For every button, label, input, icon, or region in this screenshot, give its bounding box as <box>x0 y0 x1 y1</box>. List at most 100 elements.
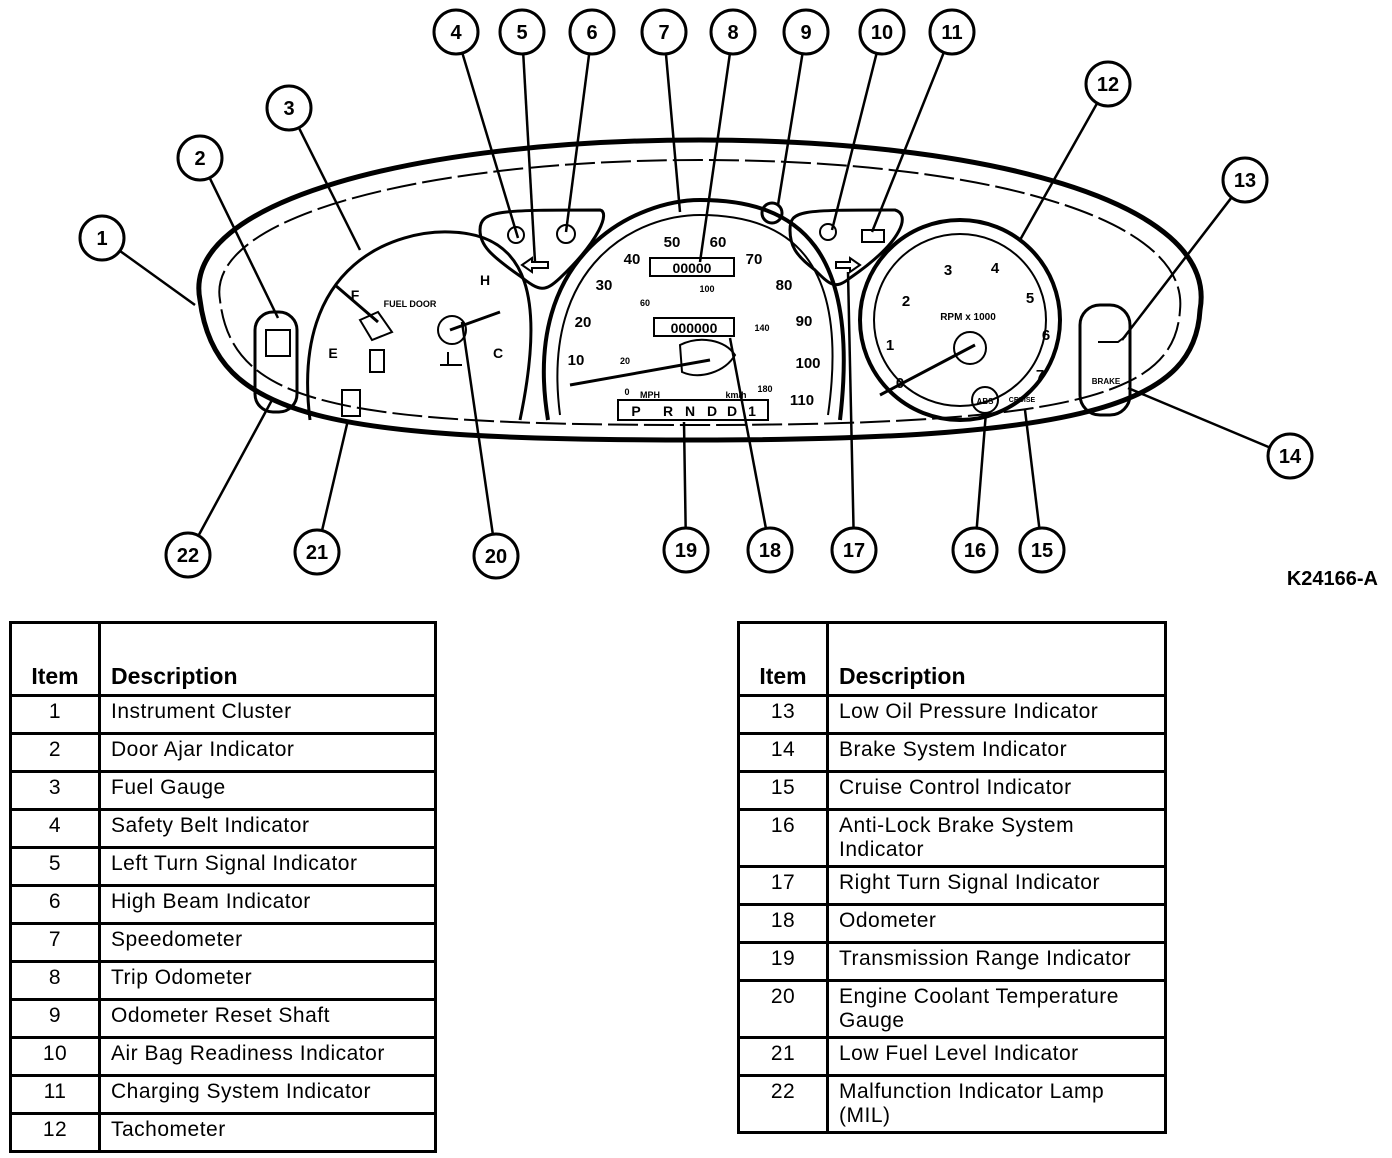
prnd-window <box>617 399 769 421</box>
prnd-letter: P <box>631 403 640 419</box>
speed-tick-label: 90 <box>796 313 813 330</box>
callout-bubble <box>1084 60 1132 108</box>
door-ajar-icon <box>265 329 291 357</box>
item-description: Low Oil Pressure Indicator <box>826 694 1167 735</box>
callout-bubble <box>568 8 616 56</box>
speed-tick-label: 40 <box>624 251 641 268</box>
item-description: Odometer <box>826 903 1167 944</box>
callout-number: 1 <box>96 228 107 250</box>
callout-leader <box>975 411 988 529</box>
callout-bubble <box>782 8 830 56</box>
callout-bubble <box>1266 432 1314 480</box>
prnd-letter: N <box>685 403 695 419</box>
item-number: 10 <box>9 1036 101 1077</box>
callout-bubble <box>662 526 710 574</box>
speed-tick-label: 30 <box>596 277 613 294</box>
item-number: 22 <box>737 1074 829 1134</box>
oil-brake-pod <box>1078 303 1132 417</box>
callout-number: 10 <box>871 22 893 44</box>
prnd-letter: D <box>707 403 717 419</box>
item-number: 11 <box>9 1074 101 1115</box>
callout-leader <box>320 419 350 531</box>
item-number: 6 <box>9 884 101 925</box>
fuel-temp-gauge <box>306 230 533 421</box>
kmh-tick-label: 180 <box>757 384 772 394</box>
rpm-label: RPM x 1000 <box>940 312 996 323</box>
item-number: 21 <box>737 1036 829 1077</box>
callout-number: 8 <box>727 22 738 44</box>
reset-shaft-knob <box>760 201 784 225</box>
rpm-tick-label: 7 <box>1036 367 1044 384</box>
callout-leader <box>1023 409 1041 529</box>
callout-bubble <box>858 8 906 56</box>
coolant-temp-icon <box>440 352 462 366</box>
brake-label: BRAKE <box>1092 377 1121 386</box>
callout-number: 22 <box>177 545 199 567</box>
prnd-letter: D <box>727 403 737 419</box>
air-bag-icon <box>819 223 837 241</box>
callout-number: 4 <box>450 22 462 44</box>
item-description: Safety Belt Indicator <box>98 808 437 849</box>
rpm-tick-label: 2 <box>902 293 910 310</box>
callout-number: 19 <box>675 540 697 562</box>
kmh-label: km/h <box>725 390 746 400</box>
abs-label: ABS <box>977 397 995 406</box>
item-number: 4 <box>9 808 101 849</box>
callout-leader <box>1127 386 1271 449</box>
item-description: Fuel Gauge <box>98 770 437 811</box>
callout-bubble <box>432 8 480 56</box>
callout-leader <box>297 127 362 251</box>
callout-bubble <box>709 8 757 56</box>
callout-bubble <box>498 8 546 56</box>
mph-label: MPH <box>640 390 660 400</box>
speed-tick-label: 100 <box>795 355 820 372</box>
callout-leader <box>461 52 520 239</box>
item-description: Low Fuel Level Indicator <box>826 1036 1167 1077</box>
tachometer-bezel <box>858 218 1062 422</box>
callout-leader <box>830 53 878 231</box>
speedometer-bezel <box>541 197 846 421</box>
callout-number: 6 <box>586 22 597 44</box>
callout-bubble <box>746 526 794 574</box>
item-number: 19 <box>737 941 829 982</box>
kmh-tick-label: 20 <box>620 356 630 366</box>
item-description: Brake System Indicator <box>826 732 1167 773</box>
door-ajar-pod <box>253 310 299 414</box>
item-description: High Beam Indicator <box>98 884 437 925</box>
callout-bubble <box>265 84 313 132</box>
callout-number: 13 <box>1234 170 1256 192</box>
callout-leader <box>698 53 732 263</box>
figure-id: K24166-A <box>1287 568 1378 590</box>
callout-number: 5 <box>516 22 527 44</box>
speed-tick-label: 10 <box>568 352 585 369</box>
right-warning-pod <box>788 208 904 287</box>
rpm-tick-label: 4 <box>991 260 1000 277</box>
item-description: Tachometer <box>98 1112 437 1153</box>
callout-number: 7 <box>658 22 669 44</box>
kmh-tick-label: 140 <box>754 323 769 333</box>
rpm-tick-label: 6 <box>1042 327 1050 344</box>
callout-number: 14 <box>1279 446 1302 468</box>
item-description: Anti-Lock Brake System Indicator <box>826 808 1167 868</box>
cruise-label: CRUISE <box>1009 397 1036 404</box>
trip-odometer-window <box>649 257 735 277</box>
callout-leader <box>208 177 280 319</box>
callout-bubble <box>164 531 212 579</box>
callout-leader <box>682 421 687 529</box>
item-number: 14 <box>737 732 829 773</box>
item-description: Instrument Cluster <box>98 694 437 735</box>
